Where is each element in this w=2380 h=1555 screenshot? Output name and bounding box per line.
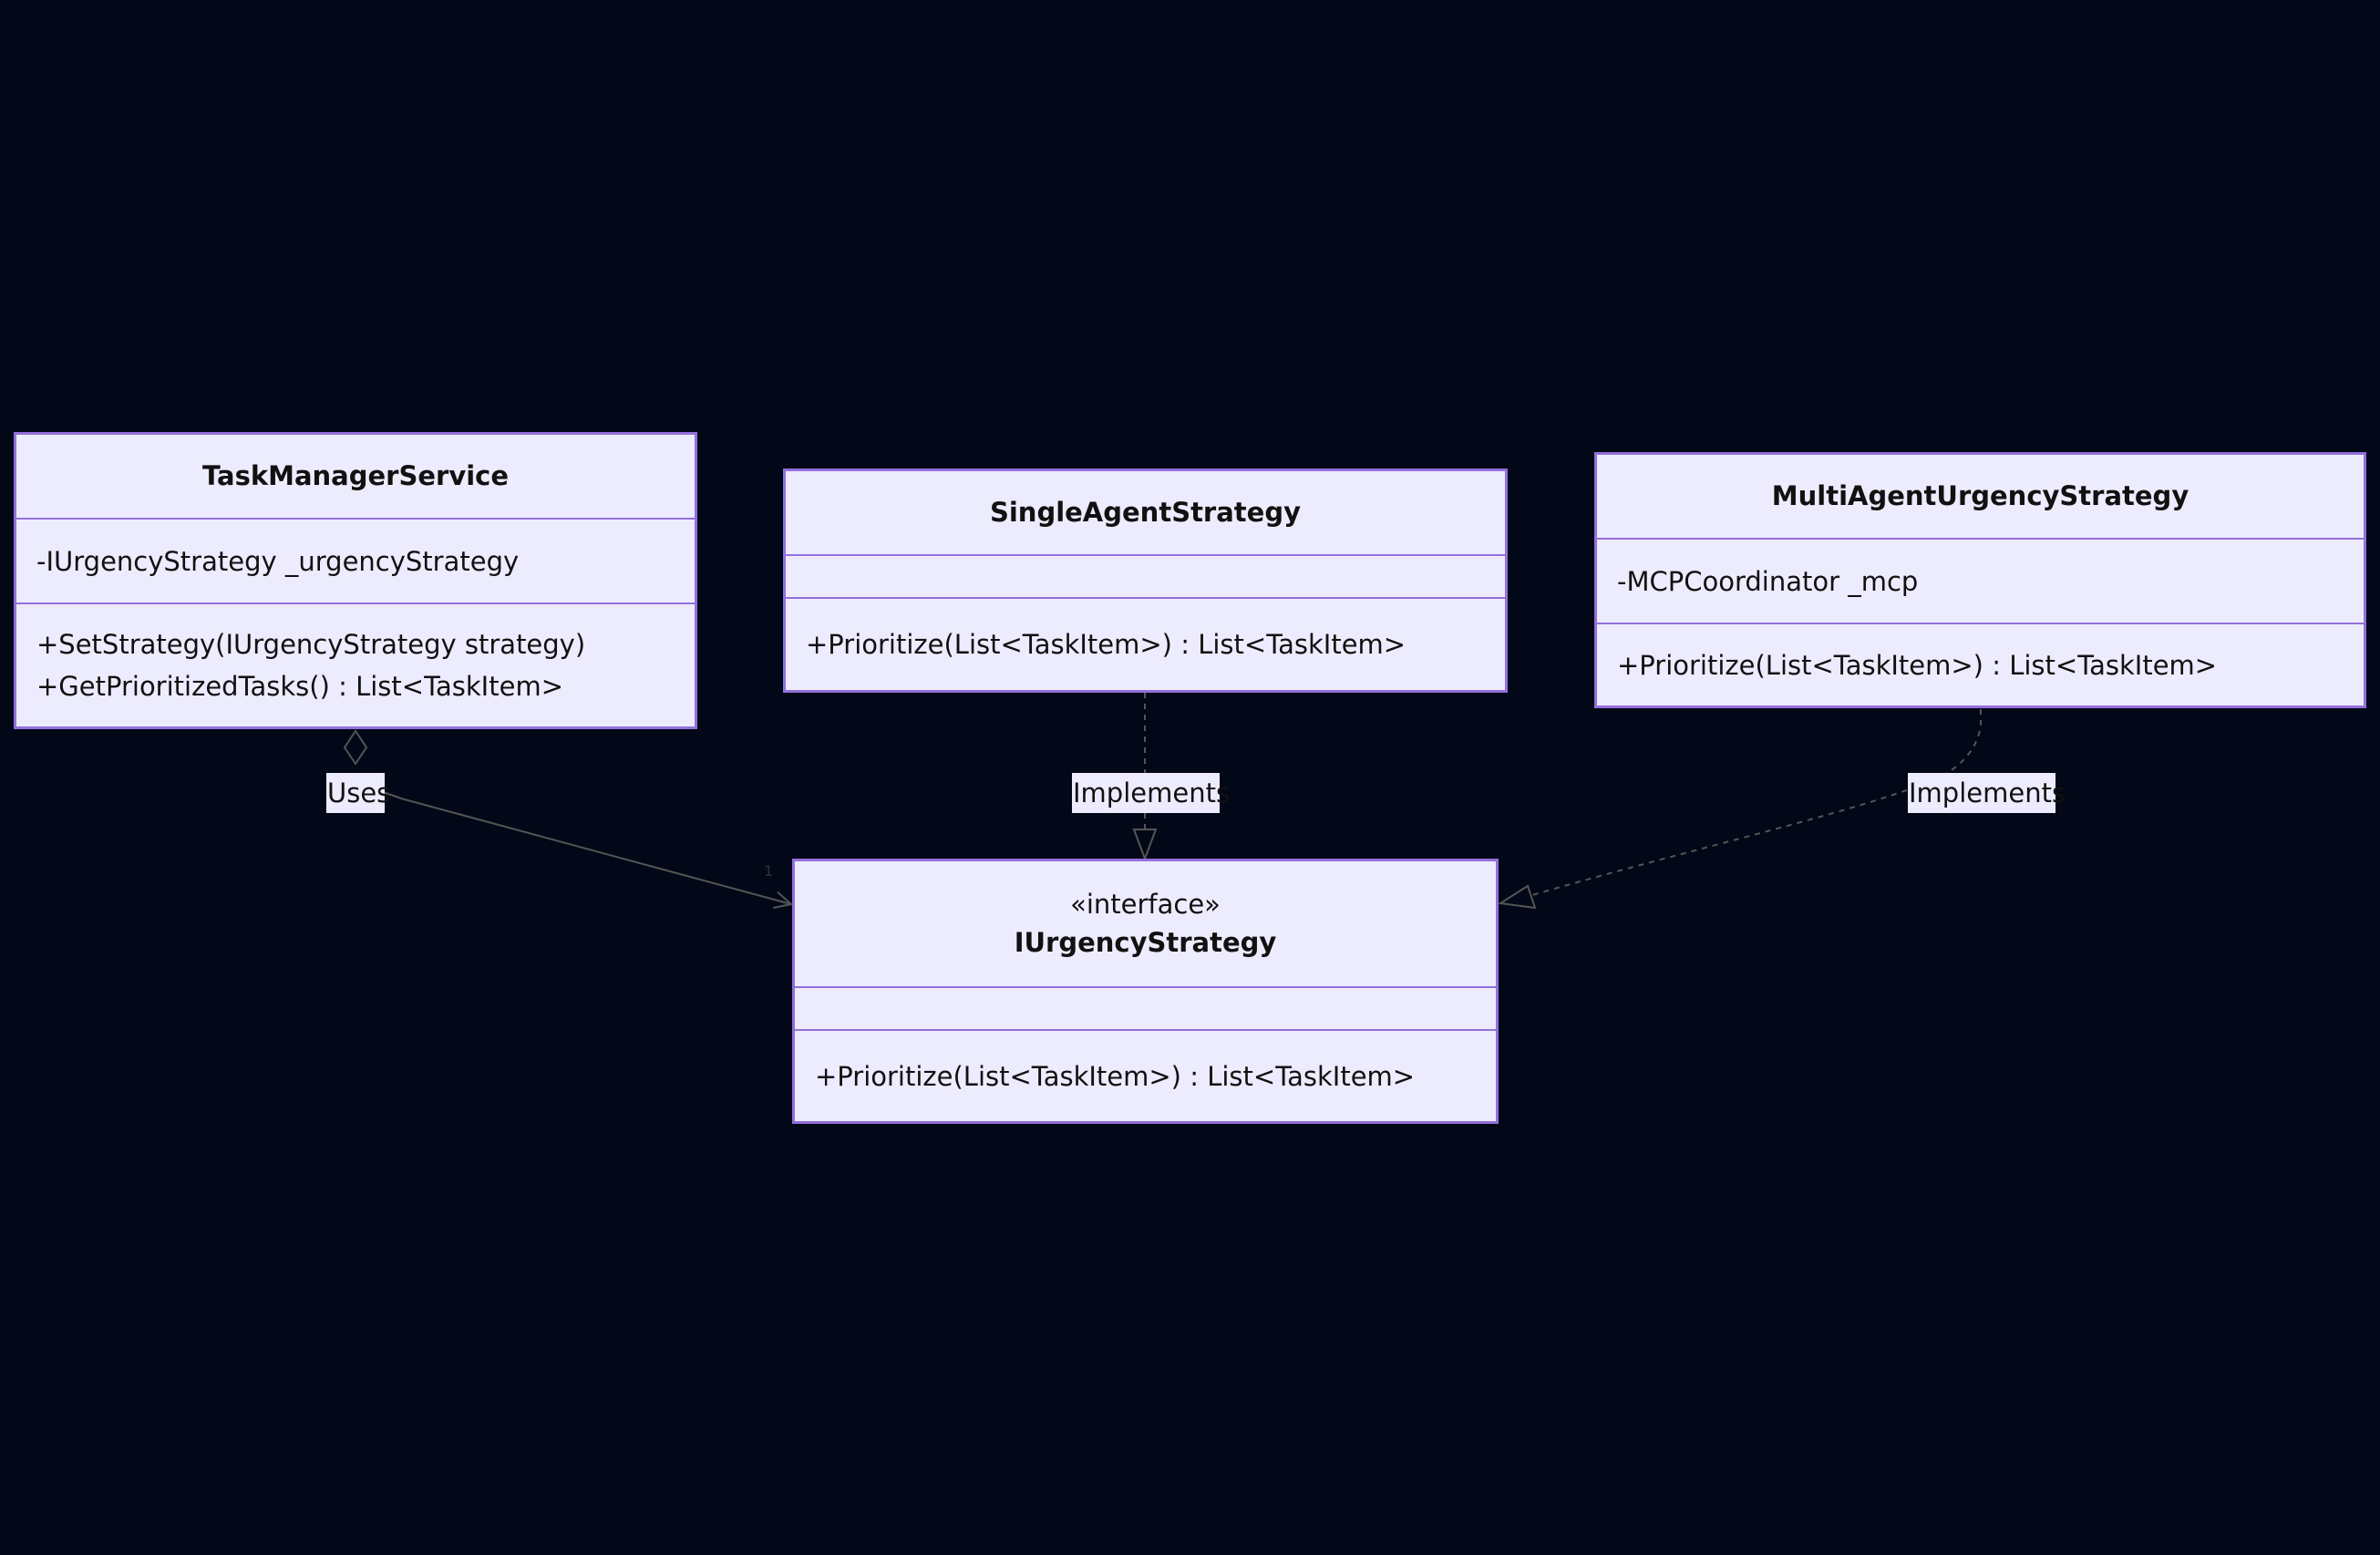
uses-edge (355, 775, 794, 909)
implements-multi-edge (1525, 709, 1982, 898)
methods-section: +SetStrategy(IUrgencyStrategy strategy) … (16, 604, 695, 726)
attributes-section (795, 988, 1496, 1031)
methods-section: +Prioritize(List<TaskItem>) : List<TaskI… (786, 599, 1505, 690)
interface-stereotype: «interface» (1070, 888, 1221, 920)
attributes-section: -MCPCoordinator _mcp (1597, 540, 2364, 624)
class-name: TaskManagerService (201, 459, 510, 491)
attributes-section (786, 556, 1505, 599)
method: +SetStrategy(IUrgencyStrategy strategy) (36, 629, 586, 660)
class-header: TaskManagerService (16, 435, 695, 520)
class-name: MultiAgentUrgencyStrategy (1771, 479, 2189, 511)
attributes-section: -IUrgencyStrategy _urgencyStrategy (16, 520, 695, 604)
class-task-manager-service[interactable]: TaskManagerService -IUrgencyStrategy _ur… (14, 432, 697, 729)
method: +Prioritize(List<TaskItem>) : List<TaskI… (806, 629, 1406, 660)
class-single-agent-strategy[interactable]: SingleAgentStrategy +Prioritize(List<Tas… (783, 469, 1508, 693)
method: +GetPrioritizedTasks() : List<TaskItem> (36, 671, 563, 702)
methods-section: +Prioritize(List<TaskItem>) : List<TaskI… (795, 1031, 1496, 1121)
uses-label: Uses (326, 773, 390, 813)
method: +Prioritize(List<TaskItem>) : List<TaskI… (815, 1060, 1416, 1092)
realization-triangle-icon (1132, 829, 1158, 861)
implements-single-label: Implements (1072, 773, 1230, 813)
attribute: -MCPCoordinator _mcp (1617, 565, 1919, 597)
implements-multi-label: Implements (1908, 773, 2066, 813)
attribute: -IUrgencyStrategy _urgencyStrategy (36, 545, 520, 577)
class-header: MultiAgentUrgencyStrategy (1597, 455, 2364, 540)
method: +Prioritize(List<TaskItem>) : List<TaskI… (1617, 649, 2218, 681)
class-header: SingleAgentStrategy (786, 471, 1505, 556)
aggregation-diamond-icon (343, 729, 368, 766)
class-iurgency-strategy[interactable]: «interface» IUrgencyStrategy +Prioritize… (792, 859, 1499, 1124)
class-name: SingleAgentStrategy (989, 496, 1302, 528)
realization-triangle-icon (1498, 884, 1537, 910)
uses-multiplicity: 1 (764, 862, 774, 880)
class-name: IUrgencyStrategy (1014, 926, 1277, 958)
class-header: «interface» IUrgencyStrategy (795, 861, 1496, 988)
methods-section: +Prioritize(List<TaskItem>) : List<TaskI… (1597, 624, 2364, 705)
class-multi-agent-urgency-strategy[interactable]: MultiAgentUrgencyStrategy -MCPCoordinato… (1594, 452, 2366, 708)
